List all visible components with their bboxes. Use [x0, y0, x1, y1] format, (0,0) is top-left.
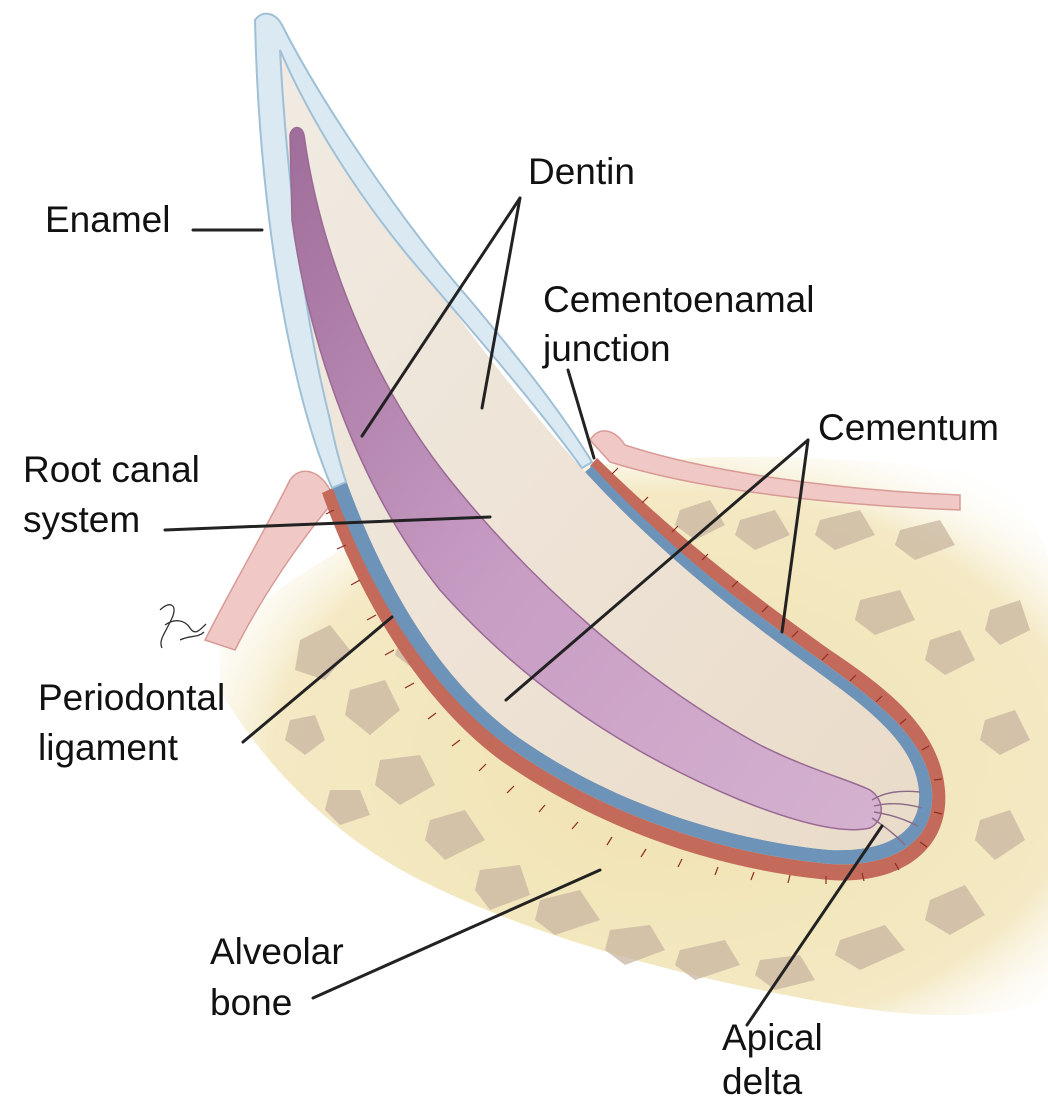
- label-root-canal-line1: Root canal: [23, 449, 200, 490]
- label-periodontal-line2: ligament: [38, 727, 179, 768]
- label-apical-line2: delta: [722, 1061, 803, 1098]
- label-apical-line1: Apical: [722, 1017, 823, 1058]
- label-root-canal-line2: system: [23, 499, 140, 540]
- label-cej-line2: junction: [542, 328, 671, 369]
- label-periodontal-line1: Periodontal: [38, 677, 225, 718]
- artist-signature: [160, 605, 206, 648]
- label-enamel: Enamel: [45, 199, 170, 240]
- label-alveolar-line2: bone: [210, 982, 292, 1023]
- label-cementum: Cementum: [818, 407, 999, 448]
- label-dentin: Dentin: [528, 151, 635, 192]
- label-cej-line1: Cementoenamal: [543, 279, 814, 320]
- label-alveolar-line1: Alveolar: [210, 931, 344, 972]
